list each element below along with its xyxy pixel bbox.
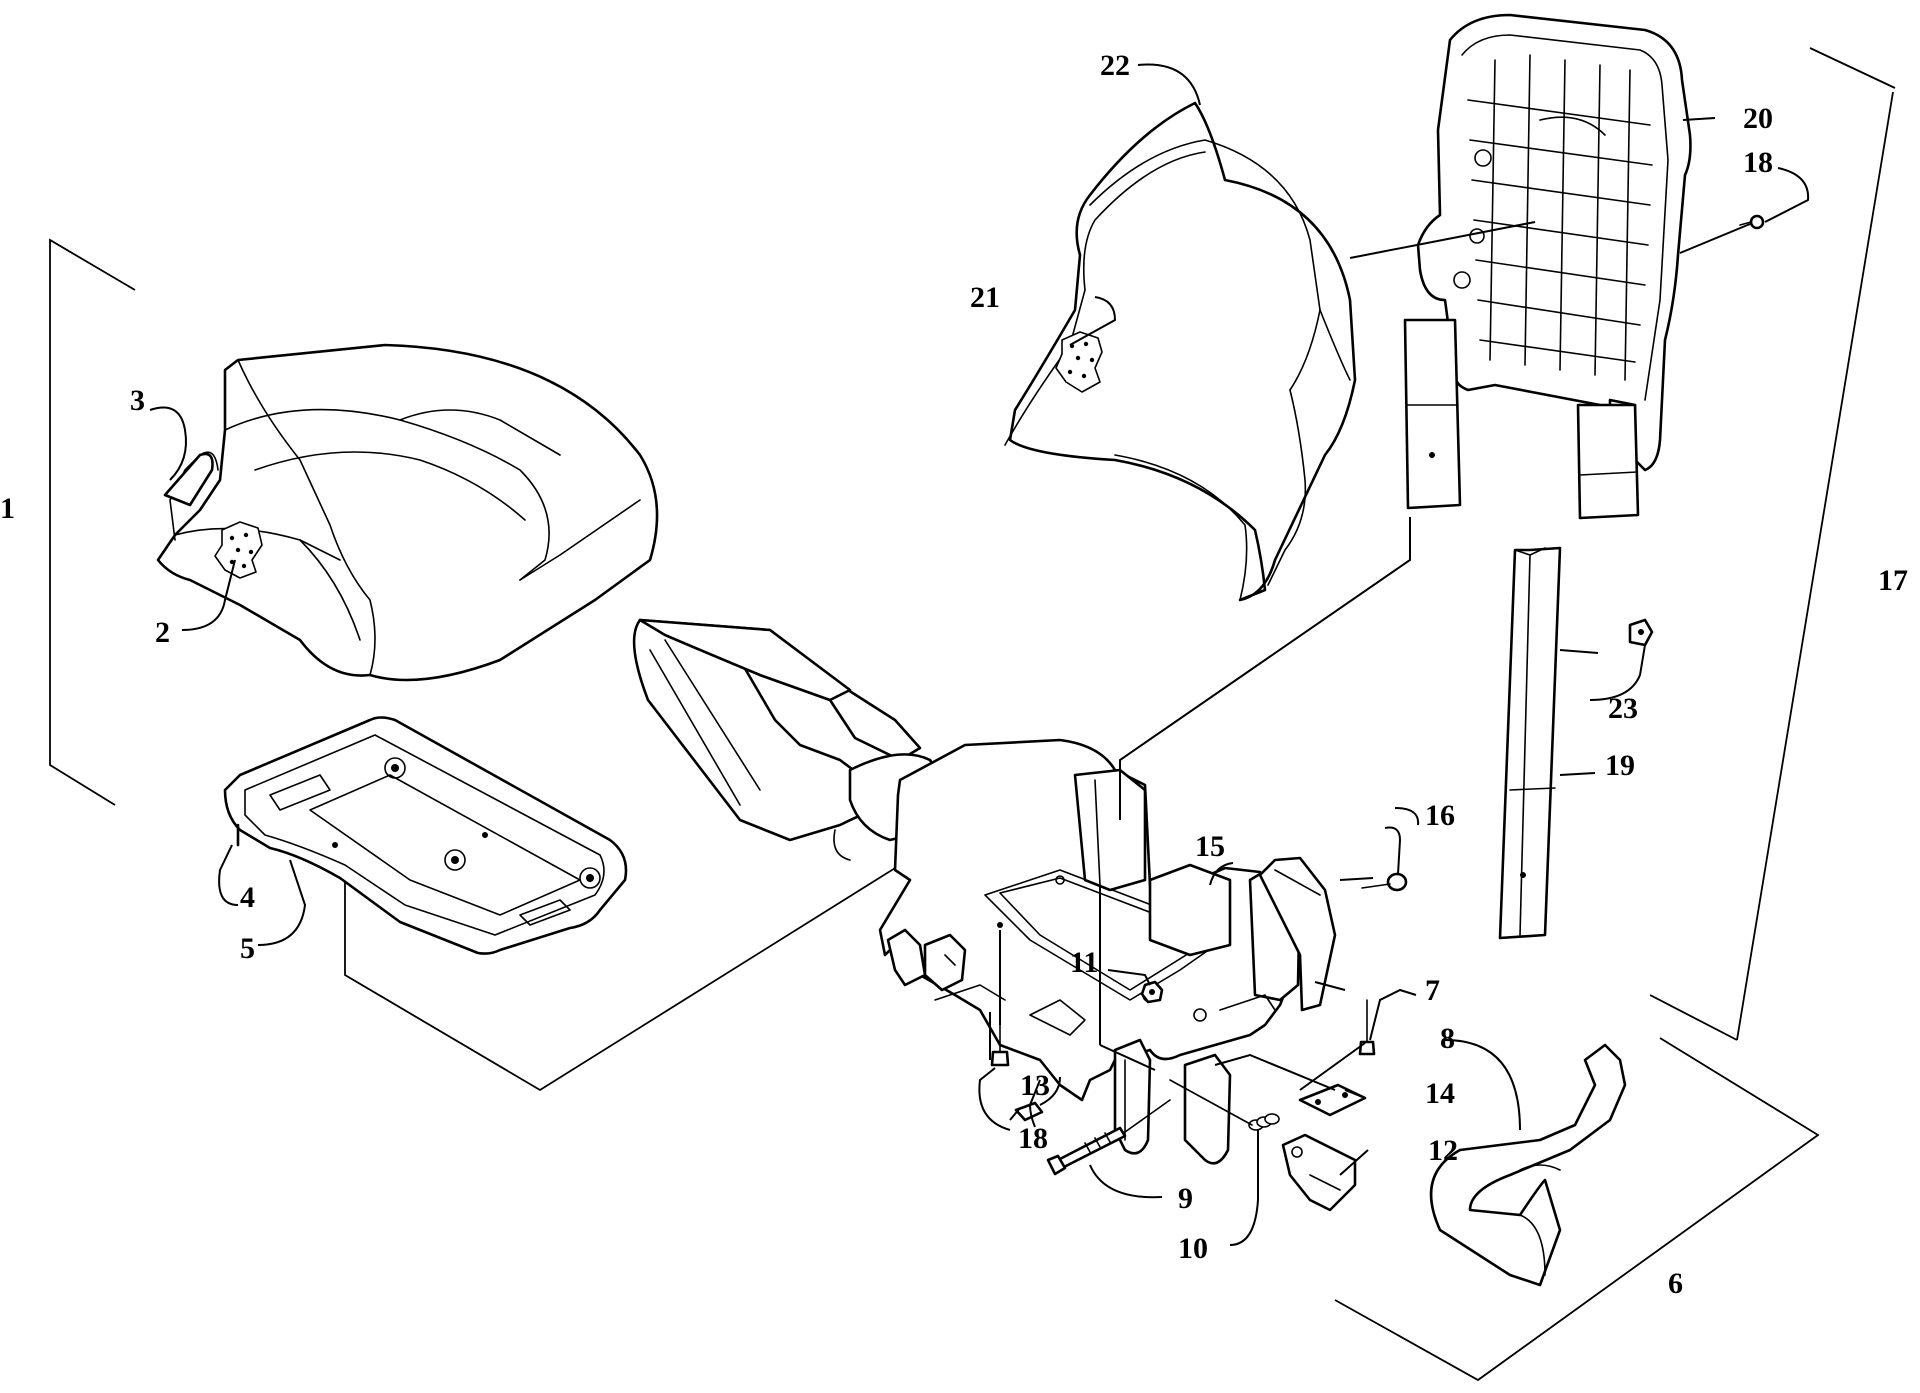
backrest-frame [1403, 13, 1692, 520]
nut [1140, 980, 1164, 1004]
callout-12: 12 [1428, 1134, 1458, 1167]
callout-1: 1 [0, 492, 15, 525]
backrest-cushion [1004, 101, 1357, 602]
seat-base-pan [223, 716, 628, 955]
callout-11: 11 [1070, 946, 1098, 979]
assembly-bracket-17 [1649, 47, 1896, 1041]
callout-labels: 1 2 3 4 5 6 7 8 9 10 11 12 13 14 15 16 1… [0, 49, 1908, 1300]
callout-22: 22 [1100, 49, 1130, 82]
frame-clip [1014, 1101, 1044, 1122]
callout-9: 9 [1178, 1182, 1193, 1215]
callout-18-top: 18 [1743, 146, 1773, 179]
seat-cushion [156, 343, 659, 682]
seat-trim-clip [163, 452, 214, 507]
foam-patch-backrest [1055, 331, 1103, 393]
callout-17: 17 [1878, 564, 1908, 597]
assembly-bracket-6 [1334, 1037, 1820, 1382]
foam-patch-seat [214, 521, 263, 579]
callout-5: 5 [240, 932, 255, 965]
callout-19: 19 [1605, 749, 1635, 782]
latch [1281, 1133, 1357, 1212]
callout-18-bottom: 18 [1018, 1122, 1048, 1155]
assembly-bracket-1 [49, 238, 136, 806]
seat-to-base-bracket [344, 860, 901, 1092]
spring [1169, 1079, 1280, 1131]
callout-21: 21 [970, 281, 1000, 314]
washer-screw [1361, 872, 1408, 892]
callout-6: 6 [1668, 1267, 1683, 1300]
armrest [1429, 1043, 1627, 1287]
callout-13: 13 [1020, 1069, 1050, 1102]
leader-lines [149, 63, 1810, 1246]
callout-10: 10 [1178, 1232, 1208, 1265]
seat-frame-base [878, 738, 1337, 1165]
post-clip [1628, 618, 1654, 647]
grab-handle [632, 618, 957, 861]
screw-top [1739, 214, 1765, 230]
callout-3: 3 [130, 384, 145, 417]
callout-15: 15 [1195, 830, 1225, 863]
callout-7: 7 [1425, 974, 1440, 1007]
backrest-post [1498, 546, 1562, 940]
callout-8: 8 [1440, 1022, 1455, 1055]
callout-16: 16 [1425, 799, 1455, 832]
callout-14: 14 [1425, 1077, 1455, 1110]
callout-23: 23 [1608, 692, 1638, 725]
callout-2: 2 [155, 616, 170, 649]
callout-4: 4 [240, 881, 255, 914]
callout-20: 20 [1743, 102, 1773, 135]
long-bolt [1046, 1099, 1171, 1176]
